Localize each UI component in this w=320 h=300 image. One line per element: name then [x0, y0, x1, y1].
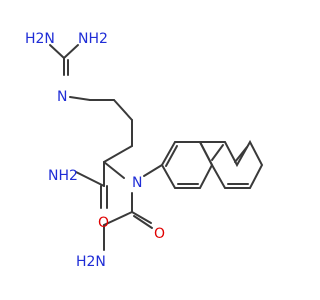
molecule-structure: H2N NH2 N NH2 O N O H2N	[25, 31, 264, 270]
bond-c-nh2	[75, 171, 105, 187]
naph-inner-4	[234, 146, 248, 163]
bond-co-o-2	[133, 215, 153, 229]
atom-h2n-glycine: H2N	[76, 254, 106, 270]
naph-inner-3	[211, 144, 224, 161]
atom-nh2-amide: NH2	[48, 168, 78, 184]
bond-n-ch2	[69, 96, 91, 101]
bond-chain-2	[113, 99, 133, 121]
bond-co-o-1	[131, 211, 152, 224]
molecule-diagram: H2N NH2 N NH2 O N O H2N	[25, 31, 264, 270]
bond-chain-4	[103, 145, 133, 163]
naphthalene-ring-2	[198, 139, 264, 189]
atom-o-glycine: O	[154, 226, 165, 242]
atom-h2n-left: H2N	[25, 31, 55, 47]
atom-o-amide: O	[98, 215, 109, 231]
naph-inner-1	[165, 145, 178, 167]
atom-n-guanidine: N	[57, 89, 67, 105]
bond-guan-c-nh2-left	[49, 44, 65, 59]
bond-c-ch2	[103, 211, 133, 226]
bond-ca-n	[103, 161, 125, 179]
bond-guan-c-nh2-right	[63, 44, 79, 59]
bond-n-naph	[143, 164, 163, 177]
atom-n-central: N	[132, 175, 142, 191]
atom-nh2-right: NH2	[78, 31, 108, 47]
